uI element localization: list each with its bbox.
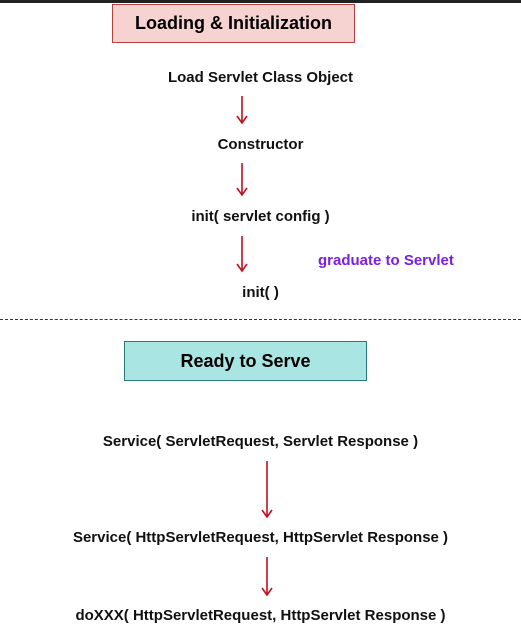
loading-initialization-title: Loading & Initialization bbox=[135, 13, 332, 33]
step-init: init( ) bbox=[242, 284, 279, 301]
top-border bbox=[0, 0, 521, 3]
graduate-to-servlet-note: graduate to Servlet bbox=[318, 252, 454, 269]
step-load-servlet-class: Load Servlet Class Object bbox=[167, 69, 354, 86]
step-constructor: Constructor bbox=[217, 136, 304, 153]
arrow-service-to-http-service bbox=[261, 461, 273, 519]
arrow-load-to-constructor bbox=[236, 96, 248, 125]
step-init-servlet-config: init( servlet config ) bbox=[191, 208, 330, 225]
ready-to-serve-title: Ready to Serve bbox=[180, 350, 311, 371]
step-service-servletrequest: Service( ServletRequest, Servlet Respons… bbox=[102, 433, 419, 450]
phase-divider bbox=[0, 319, 521, 320]
ready-to-serve-box: Ready to Serve bbox=[124, 341, 367, 381]
arrow-http-service-to-doxxx bbox=[261, 557, 273, 597]
arrow-init-config-to-init bbox=[236, 236, 248, 273]
loading-initialization-box: Loading & Initialization bbox=[112, 4, 355, 43]
step-doxxx: doXXX( HttpServletRequest, HttpServlet R… bbox=[75, 607, 446, 624]
arrow-constructor-to-init-config bbox=[236, 163, 248, 197]
step-service-httpservletrequest: Service( HttpServletRequest, HttpServlet… bbox=[72, 529, 449, 546]
